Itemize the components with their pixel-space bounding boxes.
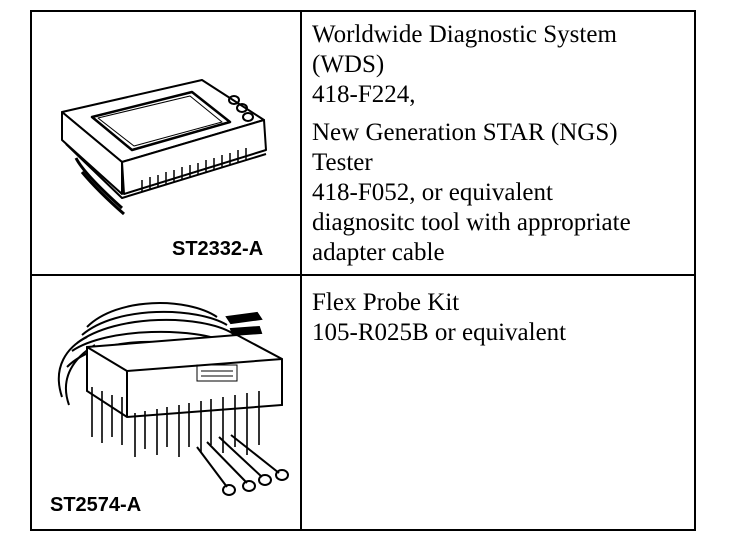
tool-table: ST2332-A Worldwide Diagnostic System (WD… [30, 10, 696, 531]
figure-label: ST2332-A [172, 238, 264, 260]
description-line: New Generation STAR (NGS) [312, 119, 618, 146]
diagnostic-tester-illustration [61, 79, 267, 216]
description-line: 418-F052, or equivalent [312, 179, 553, 206]
description-line: (WDS) [312, 51, 385, 78]
description-line: 105-R025B or equivalent [312, 319, 567, 346]
description-line: diagnositc tool with appropriate [312, 209, 631, 236]
column-divider [300, 12, 302, 529]
description-line: 418-F224, [312, 81, 416, 108]
tool-description: Flex Probe Kit 105-R025B or equivalent [312, 288, 692, 348]
description-line: Flex Probe Kit [312, 289, 460, 316]
description-line: adapter cable [312, 239, 445, 266]
flex-probe-kit-illustration [57, 302, 289, 496]
description-line: Worldwide Diagnostic System [312, 21, 617, 48]
figure-label: ST2574-A [50, 494, 142, 516]
tool-description: Worldwide Diagnostic System (WDS) 418-F2… [312, 20, 692, 268]
row-divider [32, 274, 694, 276]
description-line: Tester [312, 149, 373, 176]
